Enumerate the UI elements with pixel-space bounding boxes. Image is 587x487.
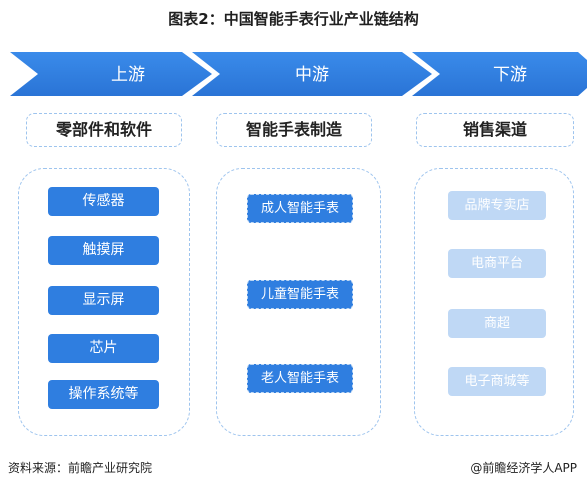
item-os: 操作系统等	[48, 380, 159, 409]
item-ecommerce: 电商平台	[448, 249, 546, 278]
source-note: 资料来源：前瞻产业研究院	[8, 461, 153, 475]
stage-label-upstream: 上游	[111, 65, 145, 85]
header-box-downstream: 销售渠道	[416, 113, 574, 147]
item-elderly-watch: 老人智能手表	[247, 364, 353, 393]
item-online-mall: 电子商城等	[448, 367, 546, 396]
header-box-midstream: 智能手表制造	[216, 113, 372, 147]
item-kids-watch: 儿童智能手表	[247, 280, 353, 309]
stage-label-midstream: 中游	[295, 65, 329, 85]
item-adult-watch: 成人智能手表	[247, 194, 353, 223]
item-supermarket: 商超	[448, 309, 546, 338]
stage-chevron-bar	[10, 52, 587, 96]
chevron-upstream	[10, 52, 212, 96]
chevron-midstream	[192, 52, 432, 96]
item-touchscreen: 触摸屏	[48, 236, 159, 265]
item-brand-store: 品牌专卖店	[448, 191, 546, 220]
credit-note: @前瞻经济学人APP	[470, 461, 577, 475]
item-sensor: 传感器	[48, 187, 159, 216]
item-chip: 芯片	[48, 334, 159, 363]
header-box-upstream: 零部件和软件	[26, 113, 182, 147]
chevron-downstream	[412, 52, 587, 96]
stage-label-downstream: 下游	[493, 65, 527, 85]
item-display: 显示屏	[48, 286, 159, 315]
chart-title: 图表2：中国智能手表行业产业链结构	[168, 10, 419, 28]
